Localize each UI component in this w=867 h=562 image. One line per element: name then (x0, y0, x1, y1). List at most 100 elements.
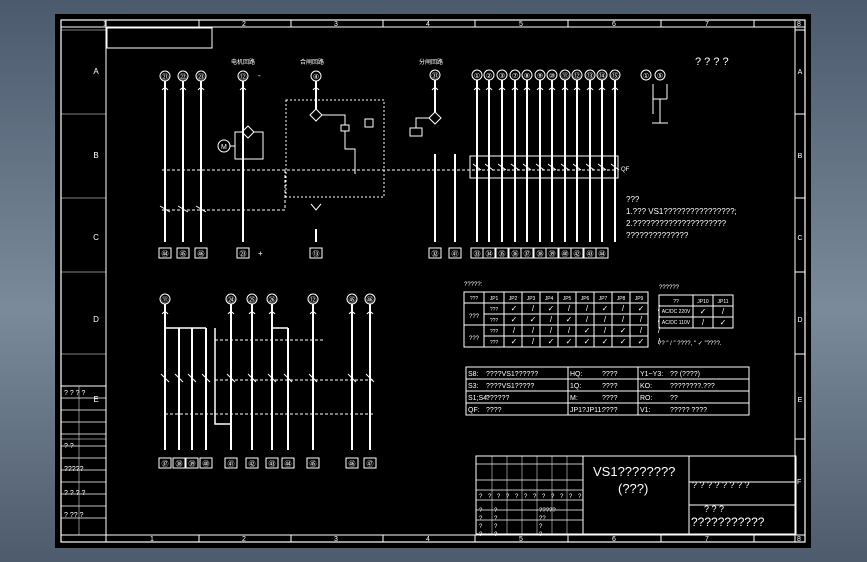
table-cell: / (702, 318, 705, 327)
legend-cell: ???? (602, 371, 618, 378)
open-wiring (415, 117, 429, 128)
open-circuit-header: 分闸回路 (419, 58, 443, 66)
table-cell: ✓ (530, 315, 537, 324)
left-revision-panel: ? ? ? ?? ??????? ? ? ?? ?? ? (61, 385, 106, 535)
table-cell: / (604, 315, 607, 324)
terminal-label: ㉑ (162, 73, 169, 81)
terminal-box (265, 457, 279, 469)
terminal-box (495, 247, 509, 259)
terminal-label: ⑭ (599, 72, 606, 80)
switch-contact (308, 373, 318, 383)
open-bridge-icon (428, 111, 442, 125)
signature-cell: ? (542, 494, 546, 500)
table-cell: / (550, 326, 553, 335)
table-cell: ✓ (511, 315, 518, 324)
column-label: 1 (150, 536, 154, 543)
signature-cell: ?? (539, 516, 546, 522)
legend-cell: ?? (????) (670, 371, 700, 378)
signature-cell: ? (494, 508, 498, 514)
table-header: JP11 (717, 299, 728, 305)
terminal-label: ⑩ (549, 72, 555, 80)
row-label: D (797, 317, 802, 324)
terminal-label: ㉔ (228, 296, 235, 304)
signature-cell: ? (488, 494, 492, 500)
table-cell: ✓ (511, 337, 518, 346)
table-cell: / (568, 304, 571, 313)
contact-arc (268, 311, 276, 315)
contact-arc (348, 311, 356, 315)
table-cell: / (640, 326, 643, 335)
aux-contact (547, 163, 557, 171)
legend-cell: 1Q: (570, 383, 581, 390)
contact-arc (239, 87, 247, 91)
table-cell: ✓ (548, 304, 555, 313)
terminal-label: ③ (499, 72, 505, 80)
voltage-table-note: ?? " / " ????, " ✓ "????. (658, 341, 722, 347)
terminal-label: ① (474, 72, 480, 80)
terminal-label: ① (643, 72, 649, 80)
notes-line: 2.????????????????????? (626, 219, 727, 228)
signature-cell: ? (494, 524, 498, 530)
contact-arc (511, 87, 519, 91)
motor-symbol: M (221, 144, 227, 151)
notes: ??? 1.??? VS1????????????????; 2.???????… (626, 195, 737, 240)
terminal-label: ㊵ (562, 250, 569, 258)
table-header: JP10 (697, 299, 709, 305)
table-cell: / (532, 326, 535, 335)
terminal-label: ㉕ (249, 296, 256, 304)
left-panel-text: ? ? (64, 443, 74, 450)
table-cell: / (622, 304, 625, 313)
signature-cell: ? (524, 494, 528, 500)
switch-contact (365, 373, 375, 383)
drawing-number: ??????????? (691, 515, 765, 529)
terminal-label: ㉒ (180, 73, 187, 81)
row-label: C (797, 235, 802, 242)
column-label: 7 (705, 536, 709, 543)
terminal-box (176, 247, 190, 259)
signature-cell: ? (479, 516, 483, 522)
table-header: JP2 (509, 296, 518, 302)
column-label: 2 (242, 21, 246, 28)
contact-arc (197, 87, 205, 91)
terminal-box (281, 457, 295, 469)
table-header: JP1 (490, 296, 499, 302)
table-header: ??? (470, 296, 479, 302)
table-row-label: ??? (490, 307, 499, 313)
table-cell: ✓ (638, 337, 645, 346)
aux-contact (560, 163, 570, 171)
switch-contact (247, 373, 257, 383)
table-cell: / (722, 307, 725, 316)
terminal-box (172, 457, 186, 469)
aux-contact (484, 163, 494, 171)
table-cell: / (586, 304, 589, 313)
legend-cell: ???? (602, 383, 618, 390)
table-header: JP4 (545, 296, 554, 302)
table-header: ?? (673, 299, 679, 305)
signature-cell: ? (506, 494, 510, 500)
signature-cell: ? (569, 494, 573, 500)
table-cell: / (513, 326, 516, 335)
row-label: A (798, 69, 803, 76)
close-circuit-header: 合闸回路 (300, 58, 324, 66)
motor-circuit-header: 电机回路 (231, 58, 255, 66)
legend-cell: KO: (640, 383, 652, 390)
table-cell: / (640, 315, 643, 324)
column-label: 6 (612, 536, 616, 543)
terminal-icon (640, 69, 652, 81)
contact-arc (161, 311, 169, 315)
left-panel-text: ? ? ? ? (64, 490, 86, 497)
close-relay-wiring (344, 131, 356, 174)
terminal-label: ㉞ (486, 250, 493, 258)
table-cell: ✓ (620, 337, 627, 346)
top-left-box (106, 27, 213, 49)
contact-arc (498, 87, 506, 91)
switch-contact (174, 373, 184, 383)
terminal-box (224, 457, 238, 469)
signature-cell: ? (551, 494, 555, 500)
terminal-label: ㊳ (537, 250, 544, 258)
terminal-box (448, 247, 462, 259)
